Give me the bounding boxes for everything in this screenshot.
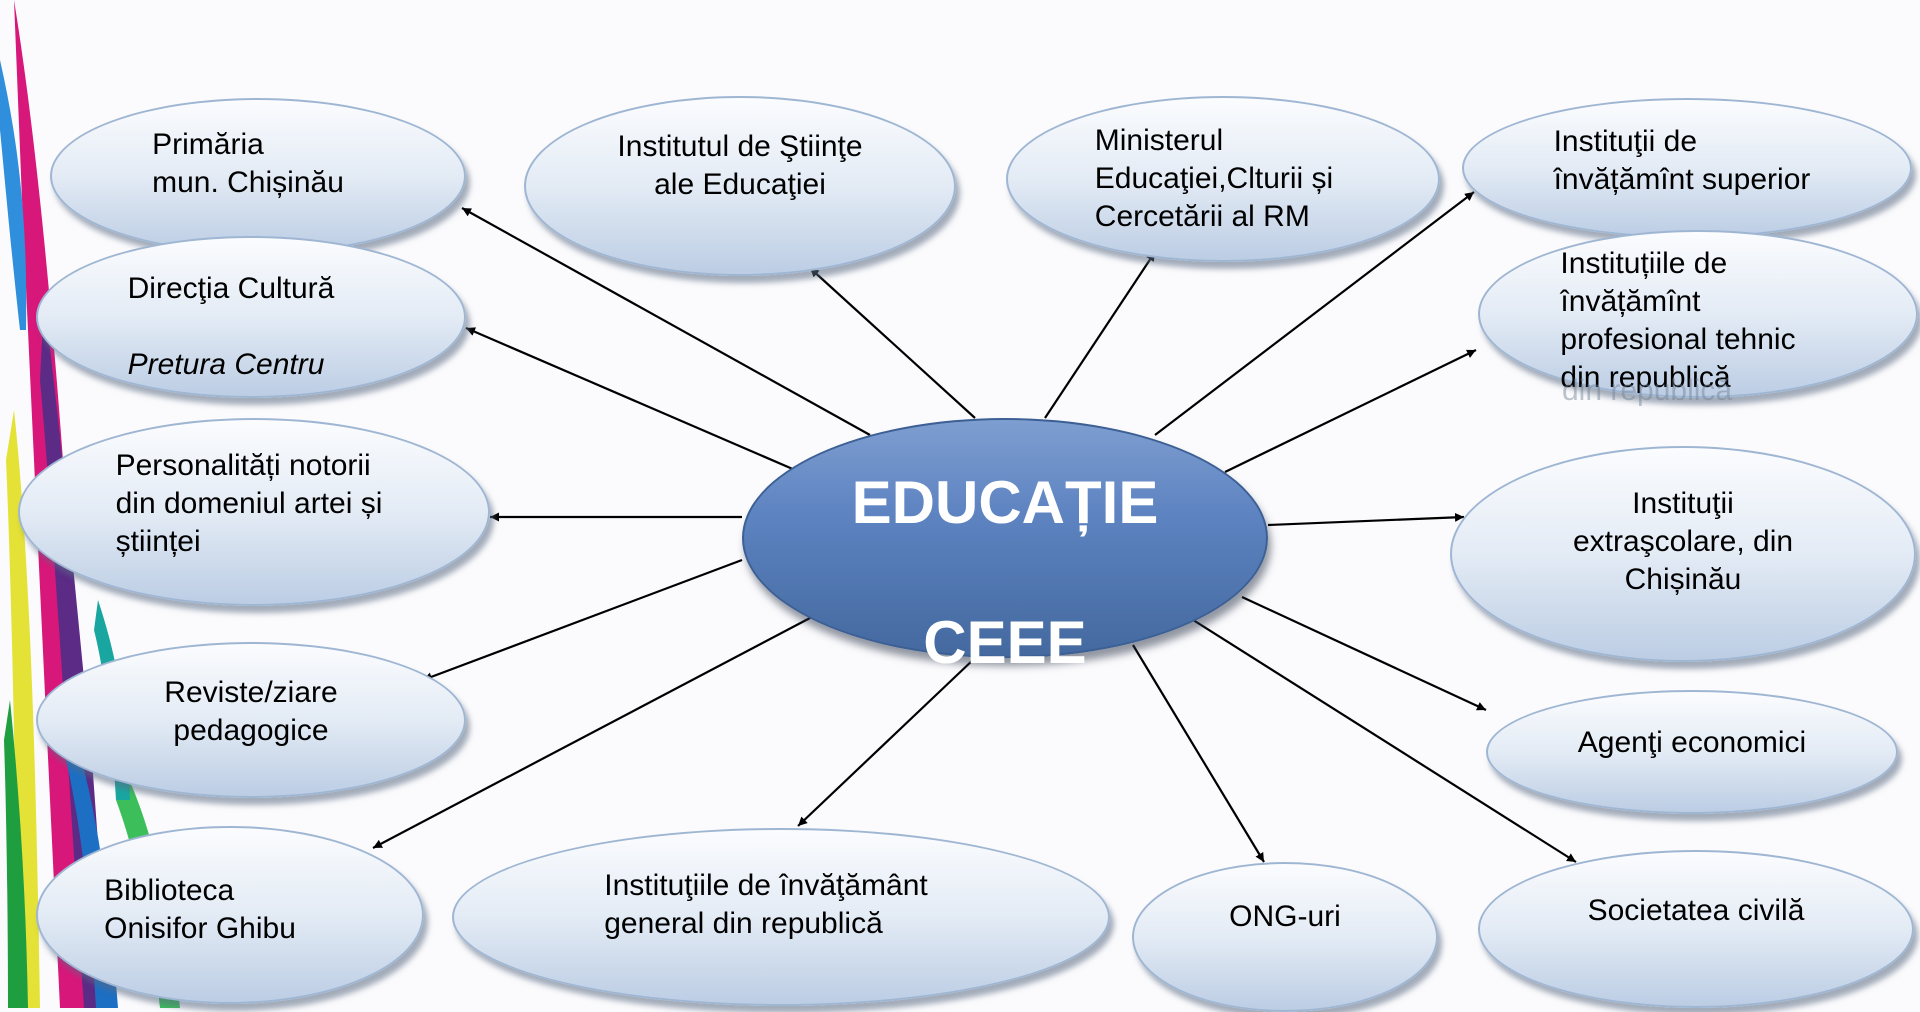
node-reviste-label: Reviste/ziare pedagogice <box>164 676 338 747</box>
node-primaria-label: Primăria mun. Chișinău <box>152 128 344 199</box>
node-biblioteca-label: Biblioteca Onisifor Ghibu <box>104 874 296 945</box>
center-node: EDUCAȚIE CEEE <box>742 418 1268 676</box>
node-ong: ONG-uri <box>1132 862 1438 1012</box>
node-profesional-tehnic: Instituțiile de învățămînt profesional t… <box>1478 230 1918 398</box>
center-node-label: EDUCAȚIE CEEE <box>852 398 1159 678</box>
node-directia-line2: Pretura Centru <box>127 348 325 381</box>
node-ministerul-label: Ministerul Educaţiei,Clturii și Cercetăr… <box>1094 124 1334 233</box>
node-primaria: Primăria mun. Chișinău <box>50 98 466 254</box>
node-biblioteca: Biblioteca Onisifor Ghibu <box>36 826 424 1004</box>
node-reviste: Reviste/ziare pedagogice <box>36 642 466 798</box>
ribbon-blue <box>0 60 27 330</box>
node-institutul-stiinte: Institutul de Ştiinţe ale Educaţiei <box>524 96 956 276</box>
arrow-to-agenti <box>1241 596 1487 711</box>
node-agenti: Agenţi economici <box>1486 690 1898 814</box>
node-agenti-label: Agenţi economici <box>1577 726 1807 759</box>
arrow-to-profesional-tehnic <box>1224 349 1477 473</box>
arrow-to-general <box>797 657 976 827</box>
node-societatea: Societatea civilă <box>1478 850 1914 1008</box>
arrow-to-directia <box>465 326 796 472</box>
node-institutii-superior-label: Instituţii de învățămînt superior <box>1553 125 1811 196</box>
arrow-to-ministerul <box>1044 251 1156 419</box>
node-directia: Direcţia Cultură Pretura Centru <box>36 236 466 398</box>
node-institutul-stiinte-label: Institutul de Ştiinţe ale Educaţiei <box>617 130 863 201</box>
arrow-to-institutul-stiinte <box>809 267 976 419</box>
node-extrascolare-label: Instituţii extraşcolare, din Chișinău <box>1572 487 1794 596</box>
node-personalitati-label: Personalități notorii din domeniul artei… <box>115 449 383 558</box>
node-institutii-superior: Instituţii de învățămînt superior <box>1462 98 1912 238</box>
node-general-label: Instituţiile de învăţământ general din r… <box>604 869 928 940</box>
node-directia-label: Direcţia Cultură Pretura Centru <box>128 232 335 384</box>
arrow-to-societatea <box>1189 617 1577 863</box>
node-profesional-tehnic-label: Instituțiile de învățămînt profesional t… <box>1560 247 1796 394</box>
arrow-to-ong <box>1132 644 1265 863</box>
node-personalitati: Personalități notorii din domeniul artei… <box>18 418 490 606</box>
node-ong-label: ONG-uri <box>1229 900 1341 933</box>
ghost-text: din republică <box>1562 374 1733 407</box>
arrow-to-extrascolare <box>1267 512 1465 527</box>
ribbon-yellow <box>6 410 40 1008</box>
arrow-to-primaria <box>461 207 871 436</box>
node-ministerul: Ministerul Educaţiei,Clturii și Cercetăr… <box>1006 96 1440 262</box>
node-directia-line1: Direcţia Cultură <box>127 272 335 305</box>
arrow-to-institutii-superior <box>1154 191 1475 436</box>
node-general: Instituţiile de învăţământ general din r… <box>452 828 1110 1006</box>
node-societatea-label: Societatea civilă <box>1587 894 1805 927</box>
center-line2: CEEE <box>923 609 1087 676</box>
center-line1: EDUCAȚIE <box>851 469 1159 536</box>
node-extrascolare: Instituţii extraşcolare, din Chișinău <box>1450 446 1916 662</box>
arrow-to-biblioteca <box>372 617 811 849</box>
arrow-to-reviste <box>422 558 743 682</box>
ribbon-green <box>4 700 28 1008</box>
